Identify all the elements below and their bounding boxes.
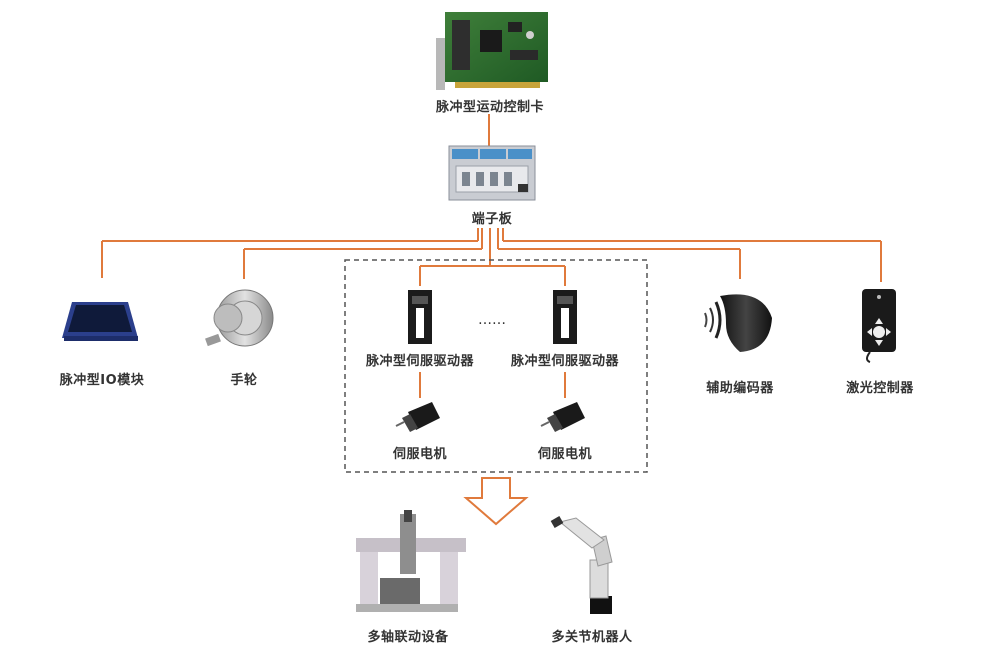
connection-wires: [101, 114, 882, 398]
label-laser-controller: 激光控制器: [846, 381, 914, 396]
io-module-icon: [62, 302, 138, 341]
terminal-board-icon: [448, 145, 536, 201]
down-arrow-icon: [463, 477, 529, 526]
label-io-module: 脉冲型IO模块: [59, 373, 145, 388]
label-servo-driver-2: 脉冲型伺服驱动器: [510, 354, 620, 369]
label-servo-driver-1: 脉冲型伺服驱动器: [365, 354, 475, 369]
pcb-card-icon: [436, 12, 548, 90]
label-multi-axis-equipment: 多轴联动设备: [367, 630, 449, 645]
servo-driver-icon: [553, 290, 577, 344]
label-multi-joint-robot: 多关节机器人: [551, 630, 633, 645]
servo-motor-icon: [540, 402, 585, 432]
laser-controller-icon: [862, 289, 896, 363]
label-servo-motor-2: 伺服电机: [537, 447, 593, 462]
label-controller-card: 脉冲型运动控制卡: [435, 100, 545, 115]
label-servo-motor-1: 伺服电机: [392, 447, 448, 462]
encoder-icon: [704, 294, 772, 352]
label-aux-encoder: 辅助编码器: [706, 381, 774, 396]
servo-group-box: [344, 259, 648, 473]
servo-driver-icon: [408, 290, 432, 344]
label-handwheel: 手轮: [230, 373, 258, 388]
ellipsis-text: ……: [478, 312, 506, 328]
label-terminal-board: 端子板: [471, 212, 513, 227]
handwheel-icon: [205, 289, 274, 347]
robot-arm-icon: [550, 516, 613, 614]
gantry-machine-icon: [356, 510, 466, 612]
servo-motor-icon: [395, 402, 440, 432]
